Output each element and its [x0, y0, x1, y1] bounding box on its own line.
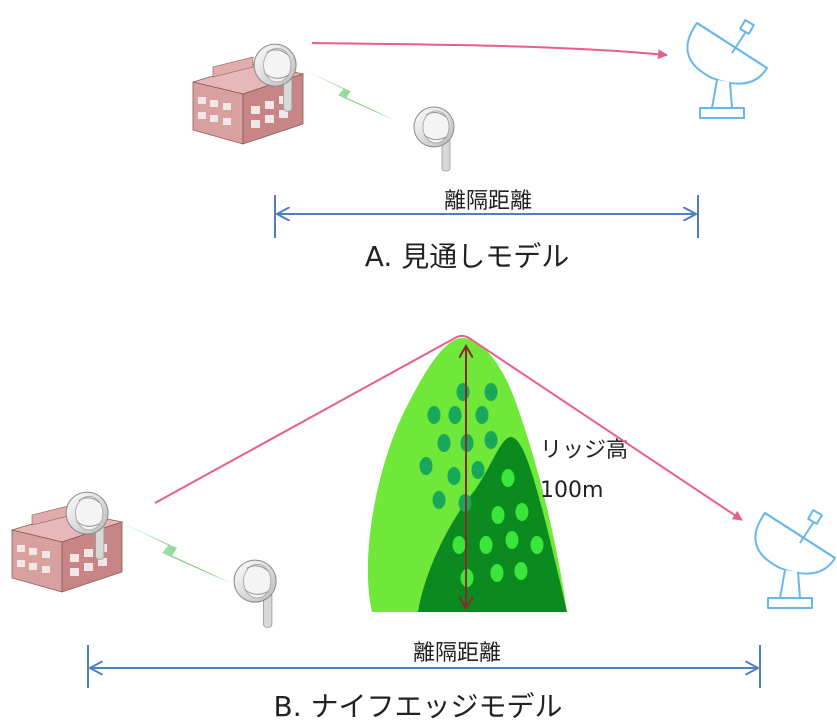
ridge-label: リッジ高: [540, 438, 628, 463]
panel-b: リッジ高 100m 離隔距離 B. ナイフエッジモデル: [11, 334, 836, 723]
signal-path-arrow: [311, 42, 668, 60]
model-b-caption: B. ナイフエッジモデル: [273, 690, 562, 723]
lightning-bolt-icon: [112, 518, 231, 583]
satellite-dish-icon: [686, 19, 768, 119]
distance-label: 離隔距離: [444, 189, 532, 214]
model-a-caption: A. 見通しモデル: [365, 240, 569, 273]
radio-antenna-icon: [413, 106, 455, 172]
satellite-dish-icon: [754, 509, 836, 609]
radio-antenna-icon: [233, 559, 277, 628]
mountain-icon: [367, 338, 567, 612]
knife-edge-signal-path: [154, 334, 743, 521]
lightning-bolt-icon: [296, 66, 396, 121]
distance-label: 離隔距離: [413, 641, 501, 666]
panel-a: 離隔距離 A. 見通しモデル: [192, 19, 768, 273]
ridge-height-value: 100m: [540, 478, 603, 503]
